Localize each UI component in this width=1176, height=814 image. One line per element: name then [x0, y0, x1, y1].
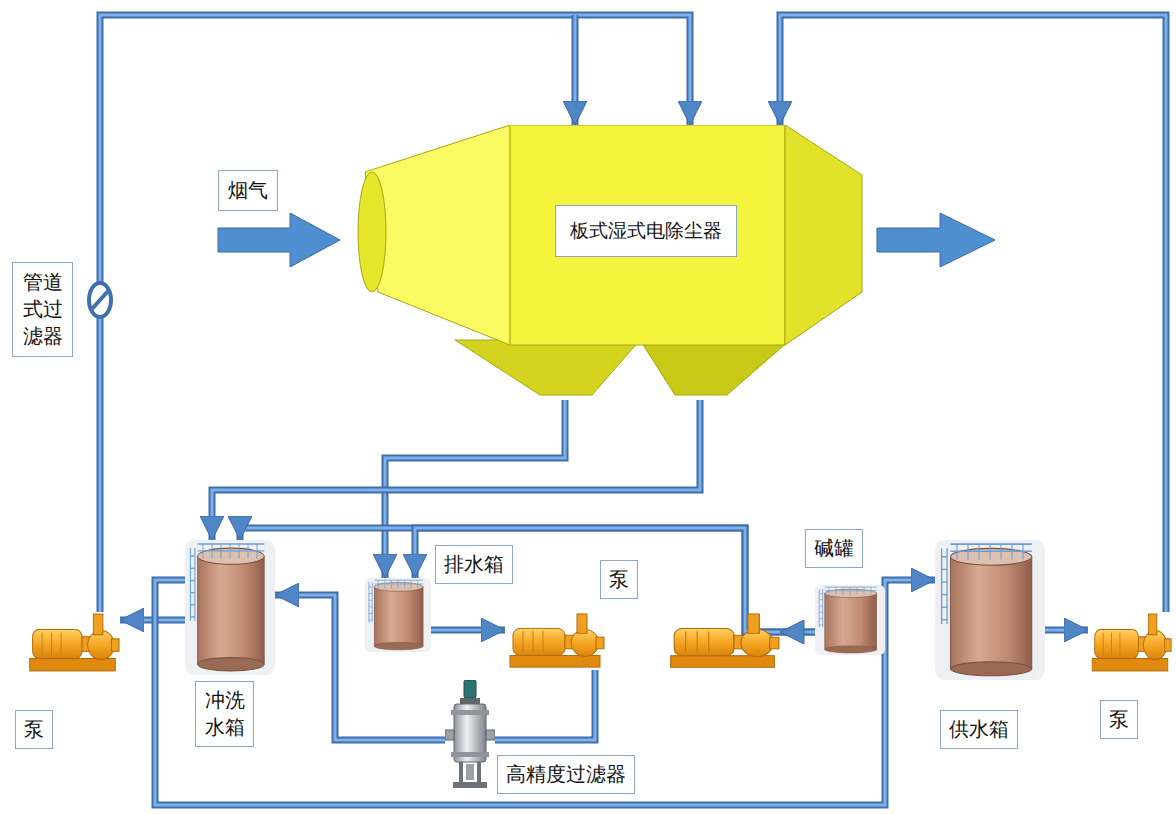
- pipe-outline: [431, 627, 505, 634]
- node-text: 烟气: [228, 177, 268, 204]
- pipe-core: [780, 15, 1166, 612]
- pipe-core: [240, 528, 815, 632]
- tank-drawing: [365, 578, 431, 652]
- pipe-core: [1045, 629, 1088, 632]
- label-box: 烟气: [218, 170, 278, 211]
- pump-symbol: [671, 614, 779, 667]
- tank-drawing: [185, 540, 275, 675]
- flow-arrowhead: [780, 620, 804, 644]
- pipe-core: [495, 670, 595, 740]
- equipment-title: 板式湿式电除尘器: [555, 205, 737, 257]
- precipitator-unit: 板式湿式电除尘器: [355, 125, 867, 400]
- esp-body-drawing: [355, 125, 867, 400]
- label-box: 管道式过滤器: [12, 262, 73, 357]
- equipment-label: 排水箱: [435, 545, 513, 584]
- tank-unit: 碱罐: [815, 585, 885, 655]
- tank-drawing: [815, 585, 885, 655]
- pipe-core: [212, 400, 700, 540]
- equipment-label: 高精度过滤器: [497, 755, 635, 794]
- pipe-outline: [780, 15, 1166, 612]
- pipeline-filter-symbol: [89, 283, 111, 317]
- tank-unit: 供水箱: [935, 540, 1045, 680]
- pump-unit: 泵: [505, 612, 605, 670]
- equipment-label: 冲洗水箱: [195, 681, 254, 747]
- equipment-label: 碱罐: [805, 529, 863, 568]
- pipe-connector: [1045, 630, 1088, 631]
- equipment-label: 泵: [15, 710, 53, 749]
- pipe-outline: [240, 528, 815, 632]
- spray-branch: [575, 15, 576, 125]
- pipe-connector: [780, 15, 1166, 612]
- pipe-core: [431, 629, 505, 632]
- pump-unit: 泵: [25, 612, 120, 674]
- equipment-label: 泵: [1100, 700, 1138, 739]
- pipe-connector: [495, 670, 595, 740]
- pump-drawing: [505, 612, 605, 670]
- pump-drawing: [25, 612, 120, 674]
- gas-outlet-arrow: [877, 213, 995, 267]
- equipment-label: 泵: [600, 560, 638, 599]
- pump-unit: 泵: [1088, 612, 1172, 674]
- pipe-connector: [431, 630, 505, 631]
- pipe-outline: [495, 670, 595, 740]
- node-text: 管道式过滤器: [22, 269, 63, 350]
- pump-drawing: [1088, 612, 1172, 674]
- pipe-outline: [212, 400, 700, 540]
- filter-drawing: [445, 680, 495, 790]
- pipe-connector: [212, 400, 700, 540]
- pipe-outline: [1045, 627, 1088, 634]
- filter-unit: 高精度过滤器: [445, 680, 495, 790]
- tank-unit: 冲洗水箱: [185, 540, 275, 675]
- tank-drawing: [935, 540, 1045, 680]
- equipment-label: 供水箱: [940, 710, 1018, 749]
- gas-inlet-arrow: [218, 213, 340, 267]
- pipe-connector: [240, 528, 815, 632]
- tank-unit: 排水箱: [365, 578, 431, 652]
